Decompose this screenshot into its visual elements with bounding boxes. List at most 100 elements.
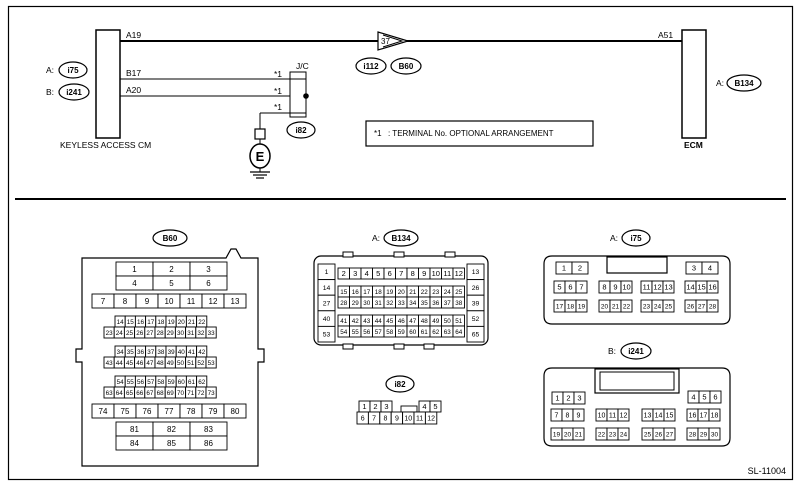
b60-pin-label-61: 61 xyxy=(188,379,196,386)
connector-i112-label: i112 xyxy=(363,62,379,71)
b60-pin-label-78: 78 xyxy=(187,407,196,416)
i241-pin-label-6: 6 xyxy=(713,393,717,402)
b60-pin-label-60: 60 xyxy=(178,379,186,386)
b134-pin-label-61: 61 xyxy=(421,329,429,336)
i241-pin-24 xyxy=(617,427,630,441)
i241-pin-label-30: 30 xyxy=(711,431,719,438)
connector-b134-title-badge xyxy=(383,229,419,247)
b134-pin-label-58: 58 xyxy=(386,329,394,336)
b60-pin-label-31: 31 xyxy=(187,330,195,337)
b60-pin-label-29: 29 xyxy=(167,330,175,337)
b134-pin-label-6: 6 xyxy=(388,269,392,278)
i75-pin-label-8: 8 xyxy=(602,283,606,292)
b60-pin-label-62: 62 xyxy=(198,379,206,386)
label-b-i241: B: xyxy=(46,87,54,97)
b60-pin-label-12: 12 xyxy=(209,297,218,306)
i241-pin-12 xyxy=(617,408,630,422)
b134-pin-label-28: 28 xyxy=(340,300,348,307)
connector-37-number: 37 xyxy=(381,37,390,46)
b134-pin-label-10: 10 xyxy=(432,269,440,278)
b134-pin-label-25: 25 xyxy=(455,289,463,296)
b60-pin-label-27: 27 xyxy=(146,330,154,337)
b134-pin-label-44: 44 xyxy=(375,318,383,325)
b134-pin-label-9: 9 xyxy=(422,269,426,278)
connector-b134-latch-6 xyxy=(423,343,435,350)
i75-pin-2 xyxy=(571,261,589,275)
i75-pin-7 xyxy=(575,280,588,294)
i75-pin-label-12: 12 xyxy=(653,283,661,292)
b134-pin-label-60: 60 xyxy=(409,329,417,336)
connector-i241-title: i241 xyxy=(628,347,644,356)
i241-pin-label-8: 8 xyxy=(566,413,570,420)
b60-pin-label-42: 42 xyxy=(198,349,206,356)
i75-pin-label-17: 17 xyxy=(556,303,564,310)
connector-i82-badge-label: i82 xyxy=(295,126,307,135)
b60-pin-label-52: 52 xyxy=(197,360,205,367)
connector-i75-housing xyxy=(543,255,731,325)
i241-pin-label-14: 14 xyxy=(655,413,663,420)
b60-pin-label-21: 21 xyxy=(188,319,196,326)
b60-pin-label-44: 44 xyxy=(116,360,124,367)
i241-pin-label-11: 11 xyxy=(609,413,616,420)
b60-pin-33 xyxy=(205,326,217,339)
b60-pin-label-8: 8 xyxy=(123,297,128,306)
b134-pin-label-24: 24 xyxy=(444,289,452,296)
terminal-note-box xyxy=(365,120,594,147)
i241-pin-label-24: 24 xyxy=(620,431,628,438)
b60-pin-label-3: 3 xyxy=(206,265,211,274)
b60-pin-label-34: 34 xyxy=(117,349,125,356)
i241-pin-label-3: 3 xyxy=(577,394,581,403)
b60-pin-label-41: 41 xyxy=(188,349,196,356)
b60-pin-label-53: 53 xyxy=(208,360,216,367)
connector-i82-title: i82 xyxy=(394,380,406,389)
connector-i241-housing xyxy=(543,367,731,447)
connector-b60-title: B60 xyxy=(163,234,178,243)
b60-pin-label-48: 48 xyxy=(157,360,165,367)
b134-pin-label-21: 21 xyxy=(409,289,417,296)
i75-pin-16 xyxy=(706,280,719,294)
b134-pin-label-35: 35 xyxy=(421,300,429,307)
connector-i241-title-badge xyxy=(620,342,652,360)
i241-pin-label-23: 23 xyxy=(609,431,617,438)
b134-pin-label-52: 52 xyxy=(472,316,480,323)
b60-pin-label-72: 72 xyxy=(197,390,205,397)
i75-pin-19 xyxy=(575,299,588,313)
b60-pin-label-43: 43 xyxy=(106,360,114,367)
b60-pin-label-51: 51 xyxy=(187,360,195,367)
b134-pin-label-54: 54 xyxy=(340,329,348,336)
connector-i82-badge xyxy=(286,121,316,139)
b60-pin-label-15: 15 xyxy=(127,319,135,326)
i241-pin-label-7: 7 xyxy=(555,413,559,420)
b134-pin-label-49: 49 xyxy=(432,318,440,325)
b60-pin-label-26: 26 xyxy=(136,330,144,337)
b60-pin-label-5: 5 xyxy=(169,279,174,288)
b134-pin-label-17: 17 xyxy=(363,289,371,296)
i75-pin-4 xyxy=(701,261,719,275)
b134-pin-label-59: 59 xyxy=(398,329,406,336)
b60-pin-label-69: 69 xyxy=(167,390,175,397)
b134-pin-label-37: 37 xyxy=(444,300,452,307)
i75-pin-label-21: 21 xyxy=(612,303,620,310)
ecm-box xyxy=(681,29,707,139)
i75-pin-label-2: 2 xyxy=(578,264,582,273)
i241-pin-label-21: 21 xyxy=(575,431,583,438)
b60-pin-label-30: 30 xyxy=(177,330,185,337)
connector-i75-prefix: A: xyxy=(610,233,618,243)
figure-code: SL-11004 xyxy=(748,466,786,476)
b134-pin-label-23: 23 xyxy=(432,289,440,296)
b60-pin-label-81: 81 xyxy=(130,425,139,434)
b60-pin-73 xyxy=(205,386,217,399)
b60-pin-label-22: 22 xyxy=(198,319,206,326)
b60-pin-label-1: 1 xyxy=(132,265,137,274)
b134-pin-38 xyxy=(452,296,465,309)
b60-pin-label-75: 75 xyxy=(121,407,130,416)
b60-pin-label-63: 63 xyxy=(106,390,114,397)
b60-pin-label-24: 24 xyxy=(116,330,124,337)
b60-pin-label-9: 9 xyxy=(145,297,150,306)
